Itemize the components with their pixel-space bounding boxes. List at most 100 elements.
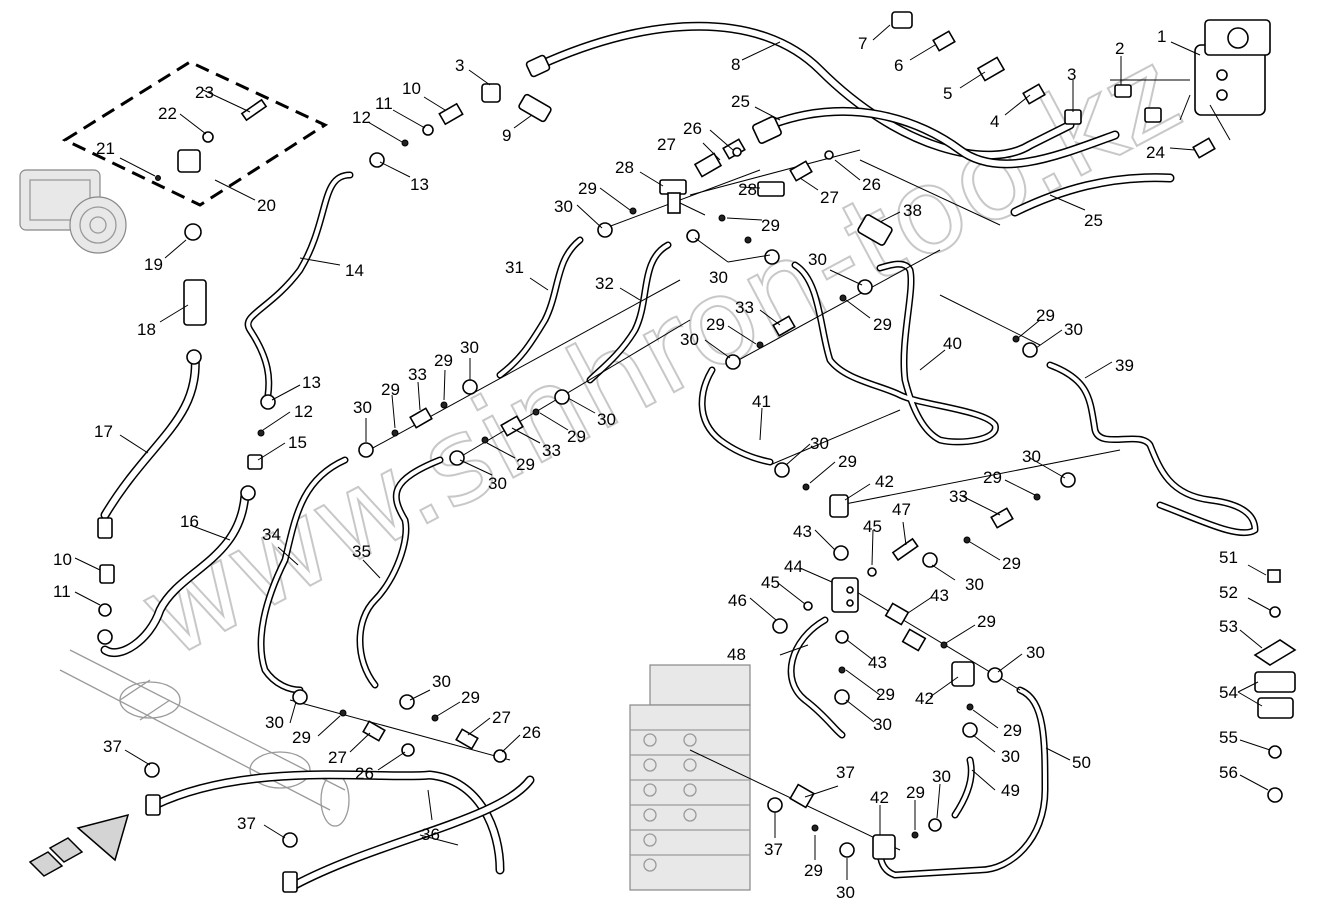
callout-30o: 30 bbox=[1001, 747, 1020, 766]
callout-30h: 30 bbox=[597, 410, 616, 429]
callout-29d: 29 bbox=[706, 315, 725, 334]
callout-19: 19 bbox=[144, 255, 163, 274]
callout-43c: 43 bbox=[868, 653, 887, 672]
callout-30m: 30 bbox=[1026, 643, 1045, 662]
callout-6: 6 bbox=[894, 56, 903, 75]
callout-35: 35 bbox=[352, 542, 371, 561]
callout-39: 39 bbox=[1115, 356, 1134, 375]
callout-16: 16 bbox=[180, 512, 199, 531]
callout-labels: 1 2 3 4 5 6 7 8 9 3 10 11 12 13 14 23 22… bbox=[53, 27, 1238, 902]
callout-50: 50 bbox=[1072, 753, 1091, 772]
axle-ghost bbox=[59, 649, 350, 827]
callout-54: 54 bbox=[1219, 683, 1238, 702]
callout-48: 48 bbox=[727, 645, 746, 664]
callout-47: 47 bbox=[892, 500, 911, 519]
callout-41: 41 bbox=[752, 392, 771, 411]
callout-4: 4 bbox=[990, 112, 999, 131]
callout-9: 9 bbox=[502, 126, 511, 145]
callout-2: 2 bbox=[1115, 39, 1124, 58]
callout-24: 24 bbox=[1146, 143, 1165, 162]
callout-33c: 33 bbox=[542, 441, 561, 460]
watermark: www.sinhron-too.kz bbox=[117, 21, 1201, 686]
callout-29s: 29 bbox=[461, 688, 480, 707]
leader-lines bbox=[74, 24, 1271, 880]
callout-44: 44 bbox=[784, 557, 803, 576]
callout-10b: 10 bbox=[53, 550, 72, 569]
callout-27: 27 bbox=[657, 135, 676, 154]
callout-25: 25 bbox=[731, 92, 750, 111]
callout-27b: 27 bbox=[820, 188, 839, 207]
callout-43a: 43 bbox=[793, 522, 812, 541]
callout-26c: 26 bbox=[355, 764, 374, 783]
callout-33b: 33 bbox=[408, 365, 427, 384]
callout-33a: 33 bbox=[735, 298, 754, 317]
callout-55: 55 bbox=[1219, 728, 1238, 747]
callout-26b: 26 bbox=[862, 175, 881, 194]
callout-17: 17 bbox=[94, 422, 113, 441]
callout-3: 3 bbox=[1067, 65, 1076, 84]
callout-30a: 30 bbox=[554, 197, 573, 216]
callout-7: 7 bbox=[858, 34, 867, 53]
callout-33d: 33 bbox=[949, 487, 968, 506]
callout-30f: 30 bbox=[460, 338, 479, 357]
callout-37b: 37 bbox=[764, 840, 783, 859]
callout-38: 38 bbox=[903, 201, 922, 220]
callout-45b: 45 bbox=[761, 573, 780, 592]
callout-11b: 11 bbox=[53, 582, 71, 601]
callout-30q: 30 bbox=[836, 883, 855, 902]
callout-30e: 30 bbox=[1064, 320, 1083, 339]
callout-29j: 29 bbox=[838, 452, 857, 471]
callout-30c: 30 bbox=[808, 250, 827, 269]
callout-53: 53 bbox=[1219, 617, 1238, 636]
callout-42a: 42 bbox=[875, 472, 894, 491]
callout-37a: 37 bbox=[836, 763, 855, 782]
callout-12b: 12 bbox=[294, 402, 313, 421]
callout-43b: 43 bbox=[930, 586, 949, 605]
callout-13: 13 bbox=[410, 175, 429, 194]
callout-29h: 29 bbox=[567, 427, 586, 446]
callout-29m: 29 bbox=[977, 612, 996, 631]
callout-13b: 13 bbox=[302, 373, 321, 392]
callout-14: 14 bbox=[345, 261, 364, 280]
callout-30g: 30 bbox=[353, 398, 372, 417]
callout-37c: 37 bbox=[103, 737, 122, 756]
callout-15: 15 bbox=[288, 433, 307, 452]
callout-37d: 37 bbox=[237, 814, 256, 833]
steering-unit bbox=[1194, 19, 1271, 116]
callout-18: 18 bbox=[137, 320, 156, 339]
callout-30l: 30 bbox=[965, 575, 984, 594]
callout-29p: 29 bbox=[906, 783, 925, 802]
callout-52: 52 bbox=[1219, 583, 1238, 602]
callout-22: 22 bbox=[158, 104, 177, 123]
callout-25b: 25 bbox=[1084, 211, 1103, 230]
callout-29e: 29 bbox=[1036, 306, 1055, 325]
callout-29q: 29 bbox=[804, 861, 823, 880]
callout-26d: 26 bbox=[522, 723, 541, 742]
direction-arrow-icon bbox=[28, 813, 130, 877]
callout-11: 11 bbox=[375, 94, 393, 113]
callout-29a: 29 bbox=[578, 179, 597, 198]
callout-29k: 29 bbox=[983, 468, 1002, 487]
callout-27d: 27 bbox=[492, 708, 511, 727]
fittings bbox=[97, 11, 1297, 893]
callout-29r: 29 bbox=[292, 728, 311, 747]
callout-34: 34 bbox=[262, 525, 281, 544]
callout-3b: 3 bbox=[455, 56, 464, 75]
callout-27c: 27 bbox=[328, 748, 347, 767]
callout-29c: 29 bbox=[873, 315, 892, 334]
callout-29n: 29 bbox=[876, 685, 895, 704]
callout-12: 12 bbox=[352, 108, 371, 127]
callout-30i: 30 bbox=[488, 474, 507, 493]
hoses bbox=[100, 21, 1175, 890]
hydraulic-pump-ghost bbox=[19, 169, 127, 254]
callout-23: 23 bbox=[195, 83, 214, 102]
callout-30k: 30 bbox=[1022, 447, 1041, 466]
callout-8: 8 bbox=[731, 55, 740, 74]
callout-29l: 29 bbox=[1002, 554, 1021, 573]
callout-29b: 29 bbox=[761, 216, 780, 235]
callout-42b: 42 bbox=[915, 689, 934, 708]
control-valve-bank-ghost bbox=[629, 664, 751, 891]
callout-31: 31 bbox=[505, 258, 524, 277]
callout-30p: 30 bbox=[932, 767, 951, 786]
callout-30s: 30 bbox=[432, 672, 451, 691]
